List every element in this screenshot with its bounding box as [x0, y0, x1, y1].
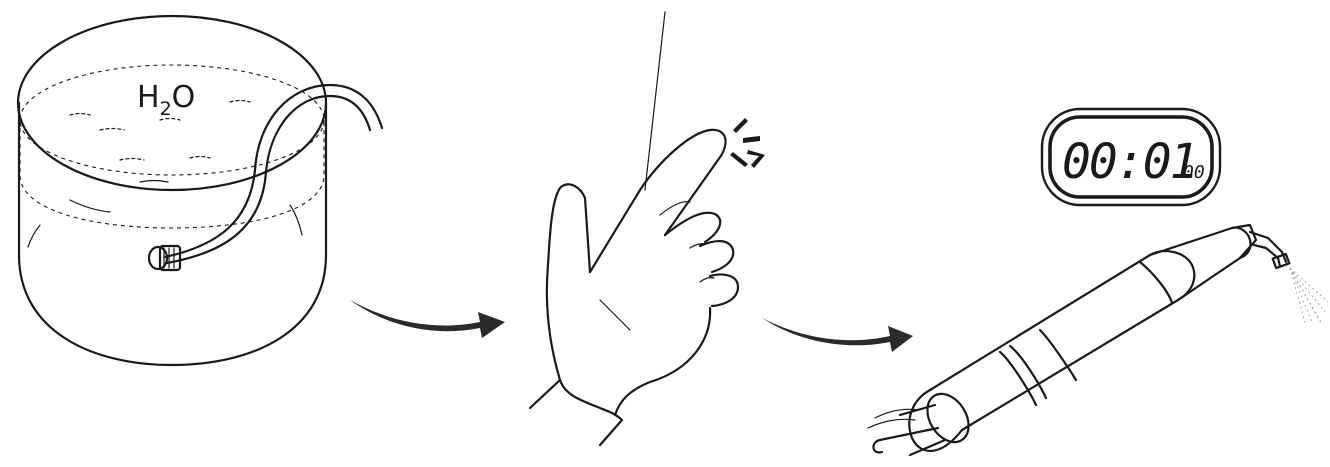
water-spray-icon	[1289, 267, 1329, 327]
ultrasonic-handpiece-icon	[867, 223, 1291, 457]
tube-connector-icon	[147, 244, 182, 272]
timer-value: 00:01	[1062, 134, 1197, 190]
timer-display-icon: 00:01 00	[1040, 107, 1222, 207]
timer-centiseconds: 00	[1183, 162, 1205, 183]
flow-arrow-icon	[350, 300, 505, 338]
cable-line	[644, 11, 666, 191]
h2o-label: H2O	[137, 80, 195, 120]
press-gesture-icon	[730, 118, 765, 168]
flow-arrow-icon	[762, 318, 913, 352]
gloved-hand-icon	[528, 128, 740, 447]
water-container-icon	[16, 14, 384, 367]
